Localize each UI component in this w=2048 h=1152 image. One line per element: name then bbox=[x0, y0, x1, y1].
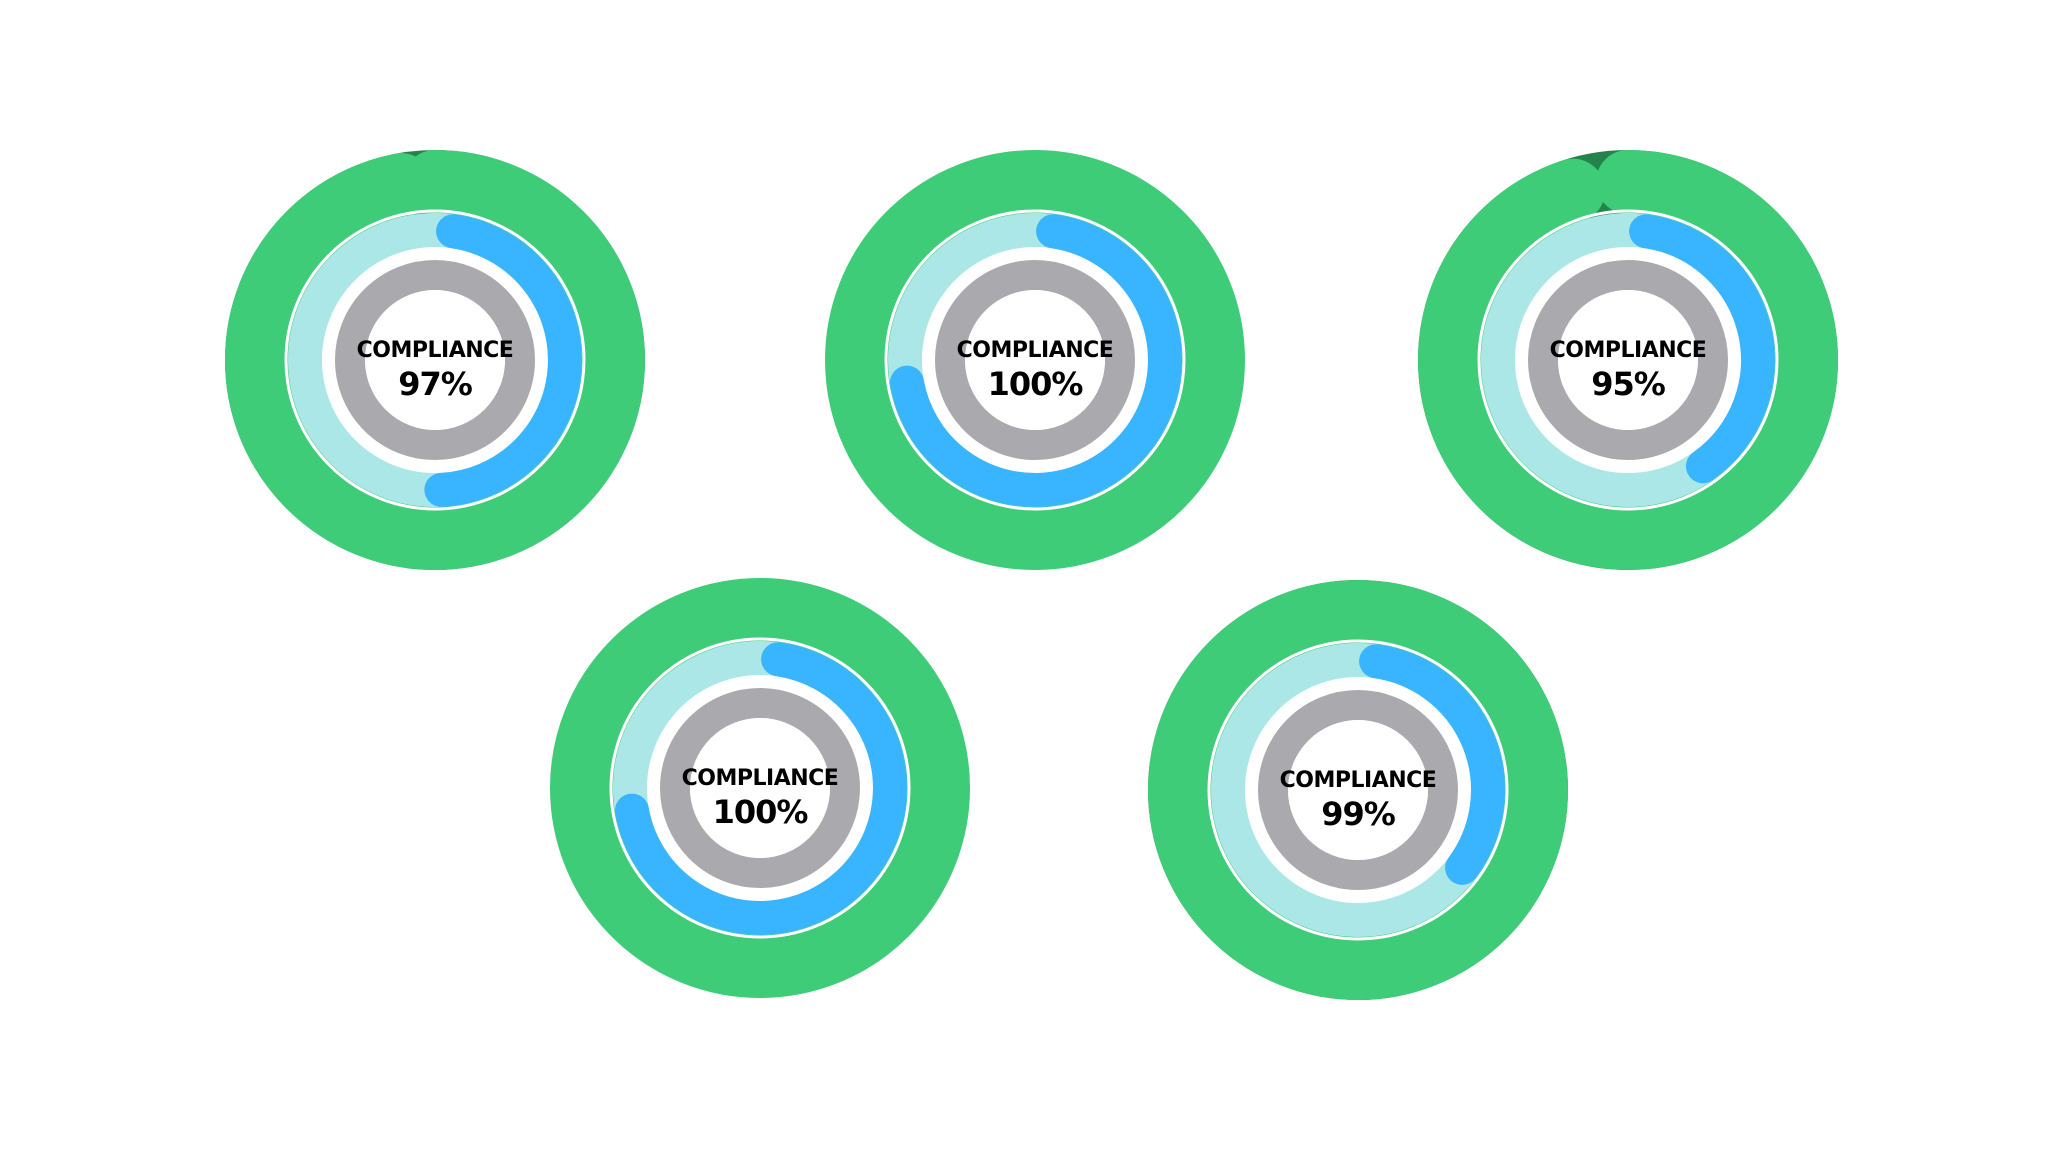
inner-ring bbox=[335, 260, 535, 460]
center-value: 100% bbox=[988, 365, 1084, 403]
inner-ring bbox=[1528, 260, 1728, 460]
inner-ring bbox=[660, 688, 860, 888]
ring-separator bbox=[1207, 639, 1509, 941]
middle-arc bbox=[1359, 644, 1505, 885]
middle-arc bbox=[889, 214, 1182, 507]
center-disc bbox=[965, 290, 1105, 430]
inner-ring bbox=[1258, 690, 1458, 890]
center-label: COMPLIANCE bbox=[357, 338, 514, 363]
outer-ring-arc bbox=[550, 578, 970, 998]
ring-separator bbox=[1477, 209, 1779, 511]
middle-arc bbox=[614, 642, 907, 935]
ring-separator bbox=[284, 209, 586, 511]
center-disc bbox=[365, 290, 505, 430]
center-label: COMPLIANCE bbox=[1550, 338, 1707, 363]
center-value: 95% bbox=[1591, 365, 1666, 403]
gauge-group: COMPLIANCE97%COMPLIANCE100%COMPLIANCE95%… bbox=[225, 150, 1838, 1000]
outer-ring-arc bbox=[1148, 580, 1568, 1000]
middle-arc bbox=[424, 214, 582, 507]
center-disc bbox=[690, 718, 830, 858]
center-value: 99% bbox=[1321, 795, 1396, 833]
outer-ring-arc bbox=[825, 150, 1245, 570]
outer-ring-arc bbox=[225, 150, 645, 570]
center-label: COMPLIANCE bbox=[957, 338, 1114, 363]
center-disc bbox=[1288, 720, 1428, 860]
center-disc bbox=[1558, 290, 1698, 430]
inner-ring bbox=[935, 260, 1135, 460]
ring-separator bbox=[884, 209, 1186, 511]
middle-arc bbox=[1629, 214, 1775, 484]
center-label: COMPLIANCE bbox=[1280, 768, 1437, 793]
center-value: 100% bbox=[713, 793, 809, 831]
outer-ring-arc bbox=[1418, 150, 1838, 570]
ring-separator bbox=[609, 637, 911, 939]
center-value: 97% bbox=[398, 365, 473, 403]
center-label: COMPLIANCE bbox=[682, 766, 839, 791]
